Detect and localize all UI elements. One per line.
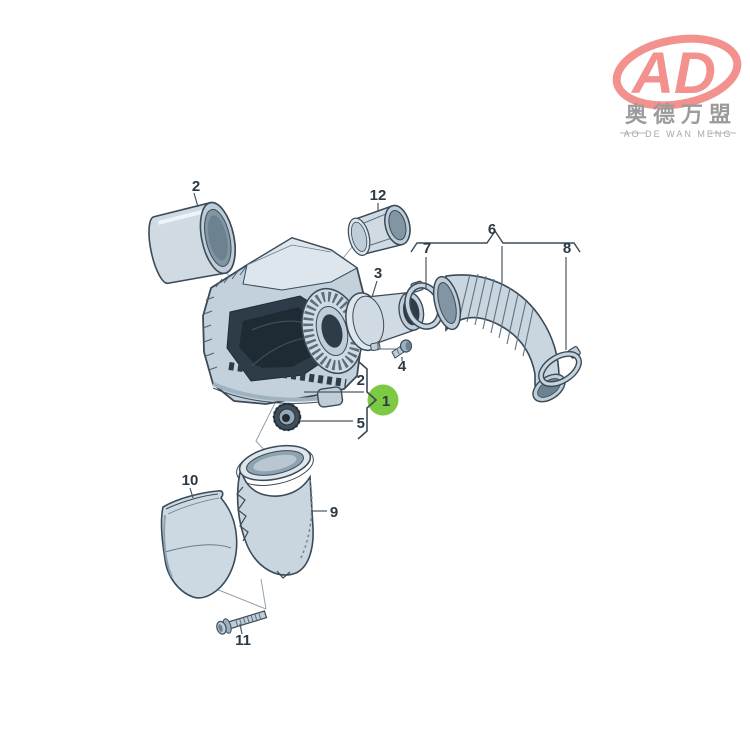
callout-1-highlighted[interactable]: 1 [382,393,390,410]
callout-2-top: 2 [192,178,200,195]
brand-logo: AD 奥德万盟 AO DE WAN MENG [612,34,742,139]
logo-name-zh: 奥德万盟 [625,102,737,127]
callout-numbers: 2 12 3 7 6 8 4 2 5 1 9 10 11 [182,178,572,649]
callout-9: 9 [330,504,338,521]
logo-oval-swoosh-icon [612,34,742,110]
selected-part-marker[interactable] [367,384,399,416]
part-housing-1 [202,237,365,408]
callout-6: 6 [488,221,496,238]
part-bolt-11 [216,610,268,635]
logo-monogram: AD [630,41,716,106]
callout-3: 3 [374,265,382,282]
bracket-group-6 [410,229,581,253]
logo-name-en: AO DE WAN MENG [624,129,733,139]
part-clamp-8 [538,346,582,388]
part-hose-6 [432,273,566,403]
callout-4: 4 [398,358,407,375]
callout-5: 5 [357,415,365,432]
callout-8: 8 [563,240,571,257]
callout-2-bracket: 2 [357,372,365,389]
callout-leaders [189,192,567,635]
callout-12: 12 [370,187,387,204]
part-grommet-5 [272,402,302,432]
part3-leader-elbow [377,341,396,350]
part-scoop-10 [160,490,238,599]
part-screw-4 [391,339,413,359]
callout-11: 11 [235,632,251,649]
part-duct-2 [148,201,236,285]
callout-7: 7 [423,240,431,257]
bracket-group-1 [357,360,378,440]
callout-10: 10 [182,472,199,489]
part-adapter-12 [347,204,411,256]
part-cover-9 [236,444,314,579]
